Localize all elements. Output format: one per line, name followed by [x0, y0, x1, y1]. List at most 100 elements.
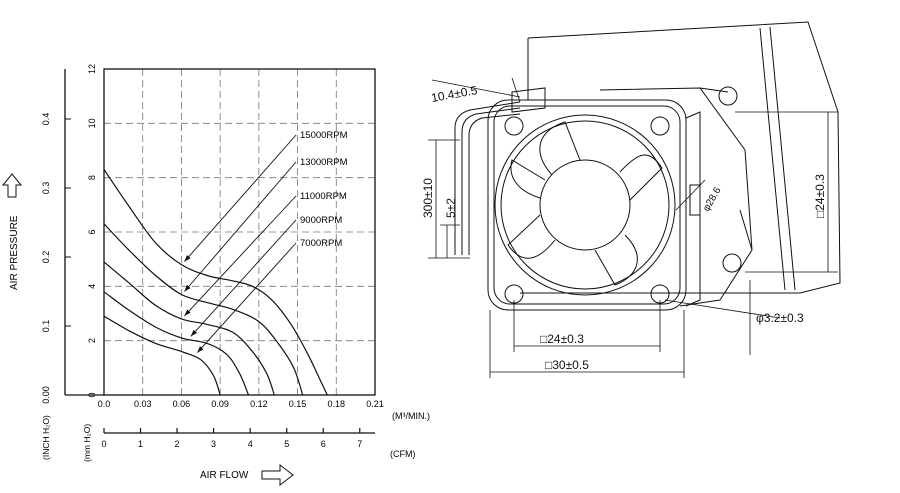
y-axis-title: AIR PRESSURE — [9, 215, 20, 290]
fan-hole-tr — [650, 116, 670, 136]
series-arrowhead — [184, 255, 191, 262]
x-tick-label: 0.12 — [250, 399, 268, 409]
x-axis-arrow-icon — [261, 463, 294, 487]
dim-wire-offset-line — [431, 77, 521, 103]
plate-hole-top — [718, 86, 738, 106]
y-unit-primary-label: (mm H₂O) — [82, 424, 92, 462]
dim-bolt-circle-text: φ28.6 — [701, 185, 724, 213]
series-leader-line — [196, 242, 297, 353]
fan-frame — [487, 99, 687, 311]
y-tick-label: 2 — [87, 338, 97, 343]
dim-hole-dia-text: φ3.2±0.3 — [756, 311, 804, 325]
y2-tick-label: 0.3 — [41, 182, 51, 195]
x-tick-label: 0.06 — [173, 399, 191, 409]
series-label: 11000RPM — [300, 191, 347, 202]
cfm-tick-label: 6 — [321, 439, 326, 449]
x-axis-title: AIR FLOW — [200, 470, 249, 481]
adapter-flange — [699, 87, 753, 251]
series-line — [103, 291, 250, 396]
series-arrowhead — [190, 329, 198, 337]
series-labels: 15000RPM 13000RPM 11000RPM 9000RPM 7000RPM — [184, 130, 348, 353]
chart-axes — [64, 68, 376, 396]
y2-tick-labels: 0.00 0.1 0.2 0.3 0.4 — [41, 113, 71, 404]
y2-tick-label: 0.00 — [41, 386, 51, 404]
series-leader-line — [184, 134, 297, 262]
dim-size-h-text: □30±0.5 — [545, 358, 589, 372]
series-arrowhead — [197, 346, 204, 353]
y2-tick-label: 0.1 — [41, 320, 51, 333]
dim-size-h-line — [489, 310, 685, 378]
series-line — [103, 169, 328, 396]
dim-strip-text: 5±2 — [444, 198, 458, 218]
plot-frame — [103, 68, 376, 396]
wire-clip — [511, 87, 546, 113]
fan-blade-3 — [594, 234, 638, 286]
fan-blade-1 — [539, 121, 581, 176]
dim-wire-offset-text: 10.4±0.5 — [430, 83, 479, 105]
series-leader-line — [184, 161, 297, 292]
series-line — [103, 261, 275, 396]
cfm-tick-label: 3 — [211, 439, 216, 449]
side-label — [689, 184, 701, 216]
dim-hole-h-line — [513, 300, 661, 352]
series-label: 7000RPM — [300, 238, 342, 249]
cfm-tick-label: 2 — [175, 439, 180, 449]
fan-blade-2 — [619, 154, 663, 201]
x-tick-label: 0.18 — [328, 399, 346, 409]
series-label: 15000RPM — [300, 130, 348, 141]
fan-frame-side — [685, 111, 701, 307]
dim-hole-h-text: □24±0.3 — [540, 332, 584, 346]
dimension-lines — [428, 77, 838, 378]
fan-hub — [539, 159, 631, 251]
y-tick-label: 12 — [87, 64, 97, 74]
dim-bolt-circle-line — [675, 179, 706, 211]
dim-wire-length-line — [428, 139, 470, 259]
dim-vertical-line — [735, 111, 838, 273]
lead-wires — [454, 101, 521, 255]
x-tick-label: 0.03 — [134, 399, 152, 409]
cfm-tick-label: 5 — [284, 439, 289, 449]
dim-wire-length-text: 300±10 — [421, 178, 435, 218]
x-tick-label: 0.15 — [289, 399, 307, 409]
y-tick-label: 8 — [87, 175, 97, 180]
dimension-texts: 10.4±0.5 300±10 5±2 □24±0.3 □24±0.3 □30±… — [421, 83, 827, 372]
series-leader-line — [190, 219, 297, 337]
cfm-tick-label: 0 — [101, 439, 106, 449]
cfm-tick-label: 7 — [357, 439, 362, 449]
y-tick-label: 6 — [87, 229, 97, 234]
dim-strip-line — [440, 224, 460, 258]
fan-hole-tl — [504, 116, 524, 136]
adapter-housing — [599, 87, 753, 307]
dim-vertical-text: □24±0.3 — [813, 174, 827, 218]
x-tick-label: 0.0 — [98, 399, 111, 409]
x-tick-label: 0.09 — [211, 399, 229, 409]
fan-venturi-inner — [500, 120, 670, 290]
cfm-tick-label: 4 — [248, 439, 253, 449]
y2-tick-label: 0.2 — [41, 251, 51, 264]
series-arrowhead — [184, 309, 191, 316]
x-unit-primary-label: (M³/MIN.) — [392, 411, 430, 421]
dim-hole-dia-line — [664, 280, 781, 355]
chart-series — [103, 169, 328, 396]
series-leader-line — [184, 195, 297, 317]
series-arrowhead — [184, 284, 191, 292]
y-axis-arrow-icon — [1, 173, 23, 198]
drawing-outlines — [454, 21, 841, 311]
x-unit-secondary-label: (CFM) — [390, 449, 416, 459]
series-label: 9000RPM — [300, 215, 342, 226]
mounting-plate — [520, 21, 841, 294]
series-line — [103, 315, 221, 396]
series-line — [103, 223, 304, 396]
series-label: 13000RPM — [300, 157, 348, 168]
fan-venturi — [494, 114, 676, 296]
y-tick-label: 0 — [87, 392, 97, 397]
y-unit-secondary-label: (INCH H₂O) — [41, 415, 51, 460]
plate-hole-bottom — [722, 253, 742, 273]
y-tick-label: 4 — [87, 284, 97, 289]
y2-tick-label: 0.4 — [41, 113, 51, 126]
